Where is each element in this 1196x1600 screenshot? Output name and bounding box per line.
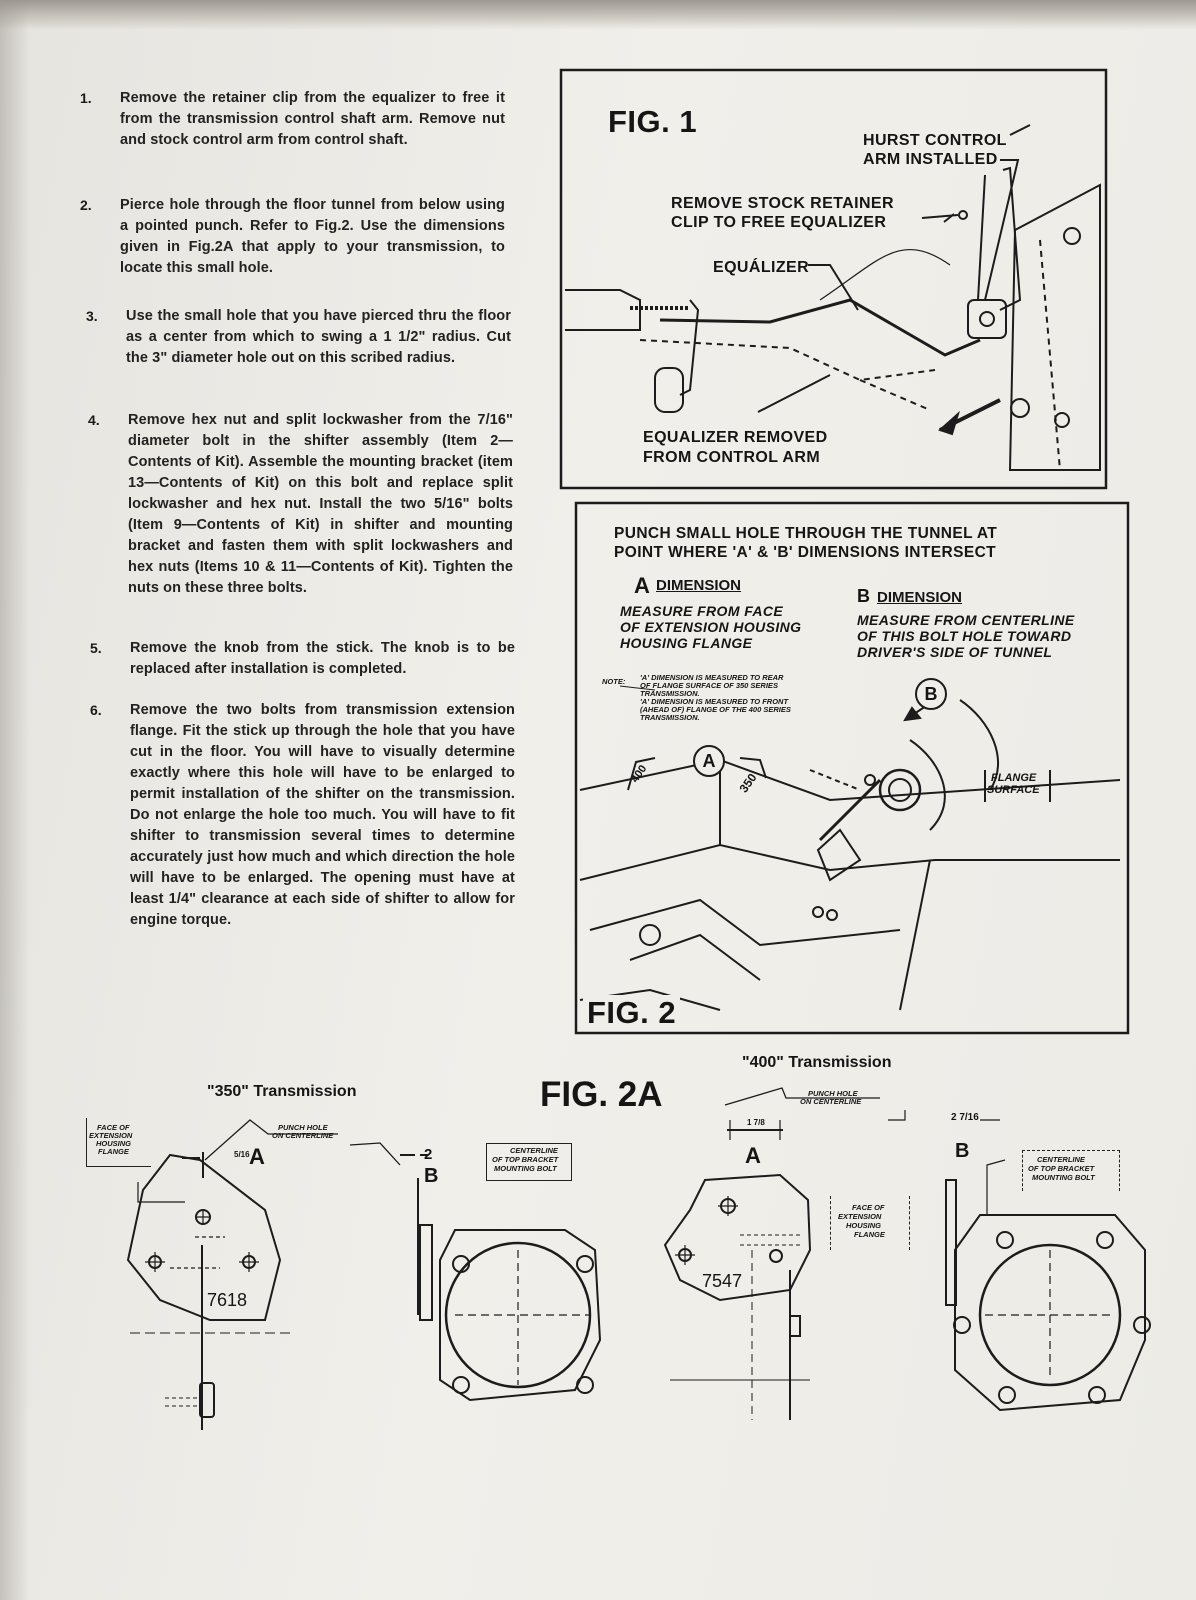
fig2a-400-centerline-1: CENTERLINE	[1037, 1155, 1085, 1164]
fig2a-400-b-dim: 2 7/16	[951, 1112, 979, 1123]
fig2a-350-centerline-1: CENTERLINE	[510, 1146, 558, 1155]
fig2-note-5: (AHEAD OF) FLANGE OF THE 400 SERIES	[640, 705, 791, 714]
fig2a-350-face-4: FLANGE	[98, 1147, 129, 1156]
fig2-callout-b: B	[915, 678, 947, 710]
fig2a-400-face-2: EXTENSION	[838, 1212, 882, 1221]
fig2a-400-a-dim: 1 7/8	[747, 1118, 765, 1127]
fig2a-400-face-box	[830, 1196, 910, 1250]
fig2-heading-1: PUNCH SMALL HOLE THROUGH THE TUNNEL AT	[614, 525, 998, 542]
fig2-frame	[574, 501, 1130, 1035]
fig2a-400-face-3: HOUSING	[846, 1221, 882, 1230]
step-text: Pierce hole through the floor tunnel fro…	[120, 197, 505, 276]
fig2a-400-heading: "400" Transmission	[742, 1054, 892, 1071]
fig2a-400-plate	[663, 1173, 812, 1302]
fig2a-350-b-dim: 2	[424, 1146, 433, 1163]
fig2a-350-b-label: B	[424, 1165, 439, 1187]
page-side-shadow	[0, 0, 30, 1600]
fig2a-350-part-number: 7618	[207, 1290, 248, 1310]
fig2-floor	[579, 758, 1121, 802]
fig2a-400-part-number: 7547	[702, 1271, 743, 1291]
fig2-note-3: TRANSMISSION.	[640, 689, 700, 698]
fig2a-400-face-1: FACE OF	[852, 1203, 885, 1212]
fig2a-350-face-1: FACE OF	[97, 1123, 130, 1132]
fig2a-350-punch-2: ON CENTERLINE	[272, 1131, 334, 1140]
fig1-retainer-label-1: REMOVE STOCK RETAINER	[671, 195, 894, 212]
fig2-title: FIG. 2	[583, 995, 681, 1031]
fig2a-350-heading: "350" Transmission	[207, 1083, 357, 1100]
fig2a-400-centerline-box	[1022, 1150, 1120, 1191]
fig2a-350-a-label: A	[249, 1144, 265, 1169]
page-edge-shadow	[0, 0, 1196, 30]
fig2a-350-face-2: EXTENSION	[89, 1131, 133, 1140]
step-number: 2.	[80, 197, 92, 213]
fig2a-400-punch-2: ON CENTERLINE	[800, 1097, 862, 1106]
fig1-title: FIG. 1	[608, 104, 698, 139]
step-number: 1.	[80, 90, 92, 106]
fig1-equalizer-label: EQUÁLIZER	[713, 259, 810, 276]
step-number: 3.	[86, 308, 98, 324]
fig1-frame	[559, 68, 1108, 490]
fig2a-350-face-3: HOUSING	[96, 1139, 132, 1148]
fig2a-350-centerline-3: MOUNTING BOLT	[494, 1164, 557, 1173]
fig2-callout-a: A	[693, 745, 725, 777]
fig2a-400-b-label: B	[955, 1140, 970, 1162]
fig1-transmission-housing	[1008, 183, 1101, 471]
fig2a-400-face-4: FLANGE	[854, 1230, 885, 1239]
step-number: 6.	[90, 702, 102, 718]
fig2-a-letter: A	[634, 573, 650, 598]
fig2-b-desc-2: OF THIS BOLT HOLE TOWARD	[857, 628, 1072, 644]
fig2-flange-1: FLANGE	[991, 772, 1037, 784]
fig2a-350-centerline-2: OF TOP BRACKET	[492, 1155, 559, 1164]
fig2-note-2: OF FLANGE SURFACE OF 350 SERIES	[640, 681, 778, 690]
step-text: Remove the retainer clip from the equali…	[120, 90, 505, 148]
fig2-a-desc-2: OF EXTENSION HOUSING	[620, 619, 802, 635]
fig1-removed-label-1: EQUALIZER REMOVED	[643, 429, 828, 446]
fig1-equalizer-rod	[659, 298, 981, 357]
fig2-a-title: DIMENSION	[656, 577, 742, 594]
fig2-b-desc-1: MEASURE FROM CENTERLINE	[857, 612, 1075, 628]
fig2a-title: FIG. 2A	[540, 1075, 663, 1114]
fig1-removed-label-2: FROM CONTROL ARM	[643, 449, 821, 466]
fig2-note-label: NOTE:	[602, 677, 626, 686]
step-text: Remove hex nut and split lockwasher from…	[128, 412, 513, 596]
fig2a-400-centerline-2: OF TOP BRACKET	[1028, 1164, 1095, 1173]
fig2a-350-centerline-box	[486, 1143, 572, 1181]
step-number: 5.	[90, 640, 102, 656]
fig2a-400-centerline-3: MOUNTING BOLT	[1032, 1173, 1095, 1182]
fig2a-350-punch-1: PUNCH HOLE	[278, 1123, 328, 1132]
fig2-heading-2: POINT WHERE 'A' & 'B' DIMENSIONS INTERSE…	[614, 544, 997, 561]
fig2-a-desc-1: MEASURE FROM FACE	[620, 603, 784, 619]
fig2a-400-punch-1: PUNCH HOLE	[808, 1089, 858, 1098]
fig2a-350-a-dim: 5/16	[234, 1150, 250, 1159]
fig1-retainer-label-2: CLIP TO FREE EQUALIZER	[671, 214, 887, 231]
step-number: 4.	[88, 412, 100, 428]
fig2-b-title: DIMENSION	[877, 589, 963, 606]
fig2-note-1: 'A' DIMENSION IS MEASURED TO REAR	[640, 673, 784, 682]
fig2-note-4: 'A' DIMENSION IS MEASURED TO FRONT	[640, 697, 789, 706]
fig2-note-6: TRANSMISSION.	[640, 713, 700, 722]
fig2-a-desc-3: HOUSING FLANGE	[620, 635, 753, 651]
fig2-flange-2: SURFACE	[987, 784, 1040, 796]
fig2a-400-a-label: A	[745, 1143, 761, 1168]
fig2a-400-flange	[954, 1214, 1146, 1412]
fig2a-350-face-box	[86, 1118, 151, 1167]
step-text: Use the small hole that you have pierced…	[126, 308, 511, 366]
fig2a-350-flange	[439, 1229, 602, 1402]
step-text: Remove the two bolts from transmission e…	[130, 702, 515, 928]
step-text: Remove the knob from the stick. The knob…	[130, 640, 515, 677]
fig1-hurst-label-2: ARM INSTALLED	[863, 151, 998, 168]
fig1-hurst-label-1: HURST CONTROL	[863, 132, 1007, 149]
fig1-arm-block	[967, 299, 1007, 339]
fig2-b-letter: B	[857, 586, 870, 606]
fig2-b-desc-3: DRIVER'S SIDE OF TUNNEL	[857, 644, 1053, 660]
